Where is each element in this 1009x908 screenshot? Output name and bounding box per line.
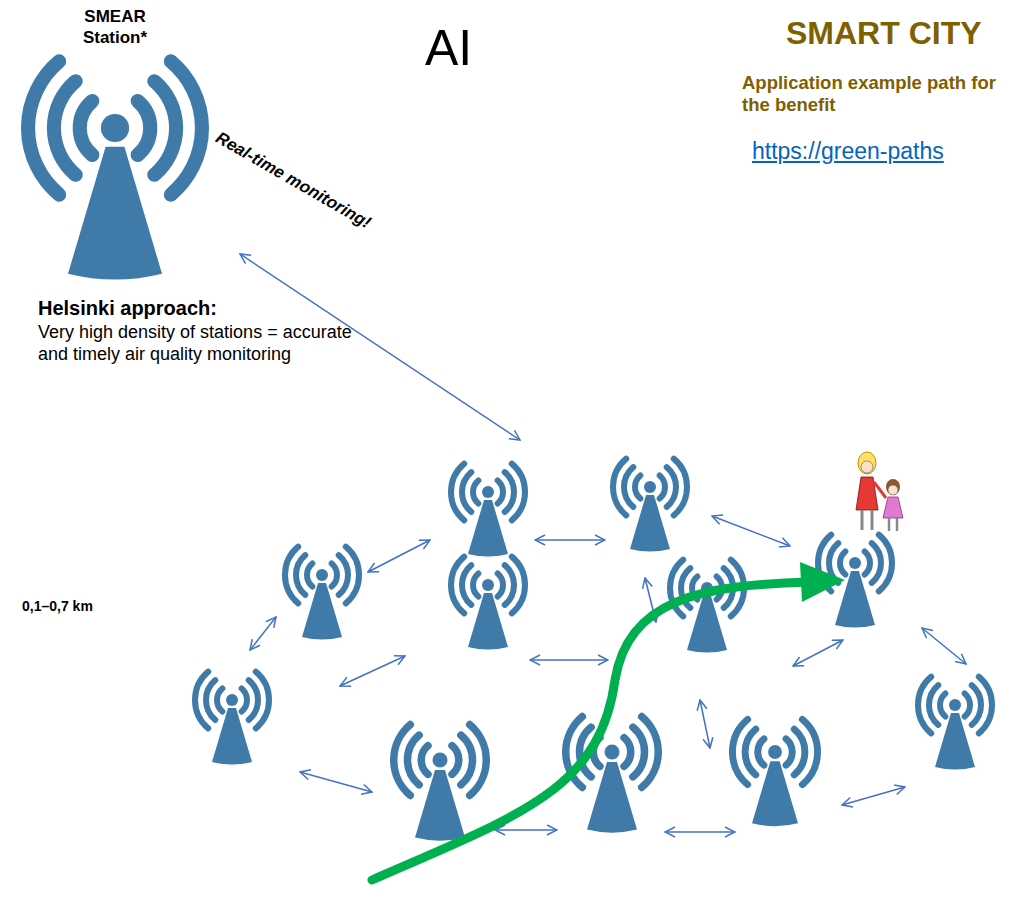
ai-label: AI xyxy=(425,18,472,78)
station-link xyxy=(535,539,605,541)
station-icons xyxy=(28,61,992,840)
station-link xyxy=(793,640,843,666)
station-link xyxy=(530,659,608,661)
station-link xyxy=(300,772,372,792)
station-icon xyxy=(670,560,744,653)
application-text: Application example path for the benefit xyxy=(742,72,1004,116)
station-link xyxy=(368,540,430,572)
station-icon xyxy=(394,725,486,841)
station-icon xyxy=(732,719,817,826)
station-links xyxy=(250,516,966,832)
green-path-head xyxy=(800,562,845,602)
station-icon xyxy=(566,717,659,833)
slide-title: SMART CITY xyxy=(786,14,982,52)
station-link xyxy=(700,700,710,748)
station-icon xyxy=(28,61,202,279)
station-link xyxy=(340,656,405,686)
station-icon xyxy=(195,672,269,765)
station-icon xyxy=(613,459,687,552)
station-icon xyxy=(451,557,525,650)
station-label: SMEAR Station* xyxy=(60,6,170,49)
station-icon xyxy=(918,677,992,770)
station-link xyxy=(665,831,735,833)
approach-body: Very high density of stations = accurate… xyxy=(38,322,368,365)
station-link xyxy=(842,787,905,805)
url-link: https://green-paths xyxy=(752,138,944,166)
station-link xyxy=(712,516,790,546)
station-node: SMEAR Station* xyxy=(60,6,170,49)
people-icon xyxy=(856,452,903,531)
station-link xyxy=(495,829,557,831)
station-icon xyxy=(285,547,359,640)
distance-label: 0,1–0,7 km xyxy=(22,598,93,615)
approach-heading: Helsinki approach: xyxy=(38,296,217,320)
station-link xyxy=(922,628,966,664)
monitoring-label: Real-time monitoring! xyxy=(212,128,374,233)
station-link xyxy=(250,617,276,650)
green-path xyxy=(372,582,810,880)
station-icon xyxy=(451,464,525,557)
